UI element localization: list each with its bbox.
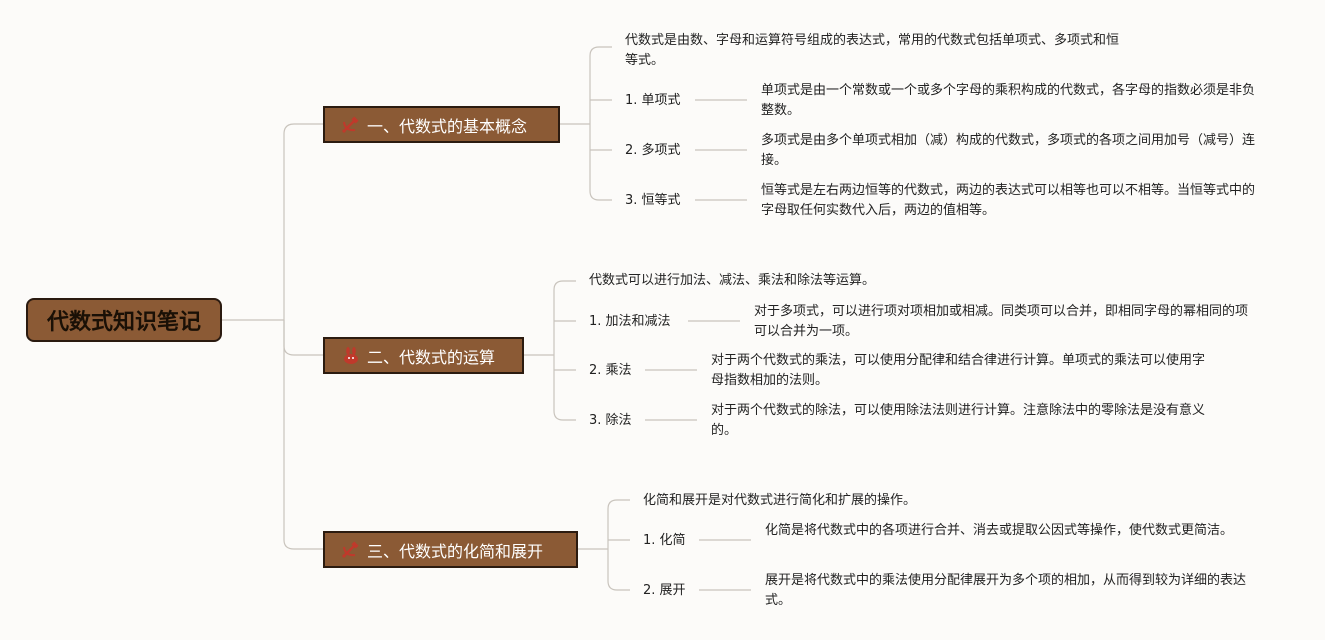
- branch-label: 二、代数式的运算: [367, 347, 496, 367]
- item-expand[interactable]: 2. 展开: [643, 583, 686, 598]
- item-add-subtract[interactable]: 1. 加法和减法: [589, 314, 671, 329]
- branch-1-intro: 代数式是由数、字母和运算符号组成的表达式，常用的代数式包括单项式、多项式和恒等式…: [625, 33, 1120, 68]
- branch-simplify-expand[interactable]: 三、代数式的化简和展开: [323, 531, 578, 568]
- root-node[interactable]: 代数式知识笔记: [26, 298, 222, 342]
- branch-label: 一、代数式的基本概念: [367, 116, 528, 136]
- item-expand-desc: 展开是将代数式中的乘法使用分配律展开为多个项的相加，从而得到较为详细的表达式。: [765, 573, 1247, 608]
- branch-2-intro: 代数式可以进行加法、减法、乘法和除法等运算。: [589, 273, 876, 288]
- branch-label: 三、代数式的化简和展开: [367, 541, 544, 561]
- item-simplify-desc: 化简是将代数式中的各项进行合并、消去或提取公因式等操作，使代数式更简洁。: [765, 523, 1234, 538]
- item-monomial-desc: 单项式是由一个常数或一个或多个字母的乘积构成的代数式，各字母的指数必须是非负整数…: [761, 83, 1256, 118]
- item-simplify[interactable]: 1. 化简: [643, 533, 686, 548]
- branch-basic-concepts[interactable]: 一、代数式的基本概念: [323, 106, 560, 143]
- rabbit-icon: [344, 346, 358, 364]
- branch-3-intro: 化简和展开是对代数式进行简化和扩展的操作。: [643, 493, 917, 508]
- item-multiply[interactable]: 2. 乘法: [589, 363, 632, 378]
- hammer-sickle-icon: [342, 540, 359, 558]
- item-polynomial[interactable]: 2. 多项式: [625, 143, 681, 158]
- item-divide-desc: 对于两个代数式的除法，可以使用除法法则进行计算。注意除法中的零除法是没有意义的。: [711, 403, 1206, 438]
- item-identity[interactable]: 3. 恒等式: [625, 193, 681, 208]
- item-monomial[interactable]: 1. 单项式: [625, 93, 681, 108]
- item-divide[interactable]: 3. 除法: [589, 413, 632, 428]
- item-polynomial-desc: 多项式是由多个单项式相加（减）构成的代数式，多项式的各项之间用加号（减号）连接。: [761, 133, 1256, 168]
- branch-operations[interactable]: 二、代数式的运算: [323, 337, 524, 374]
- item-identity-desc: 恒等式是左右两边恒等的代数式，两边的表达式可以相等也可以不相等。当恒等式中的字母…: [761, 183, 1256, 218]
- item-add-subtract-desc: 对于多项式，可以进行项对项相加或相减。同类项可以合并，即相同字母的幂相同的项可以…: [754, 304, 1249, 339]
- item-multiply-desc: 对于两个代数式的乘法，可以使用分配律和结合律进行计算。单项式的乘法可以使用字母指…: [711, 353, 1206, 388]
- hammer-sickle-icon: [342, 115, 359, 133]
